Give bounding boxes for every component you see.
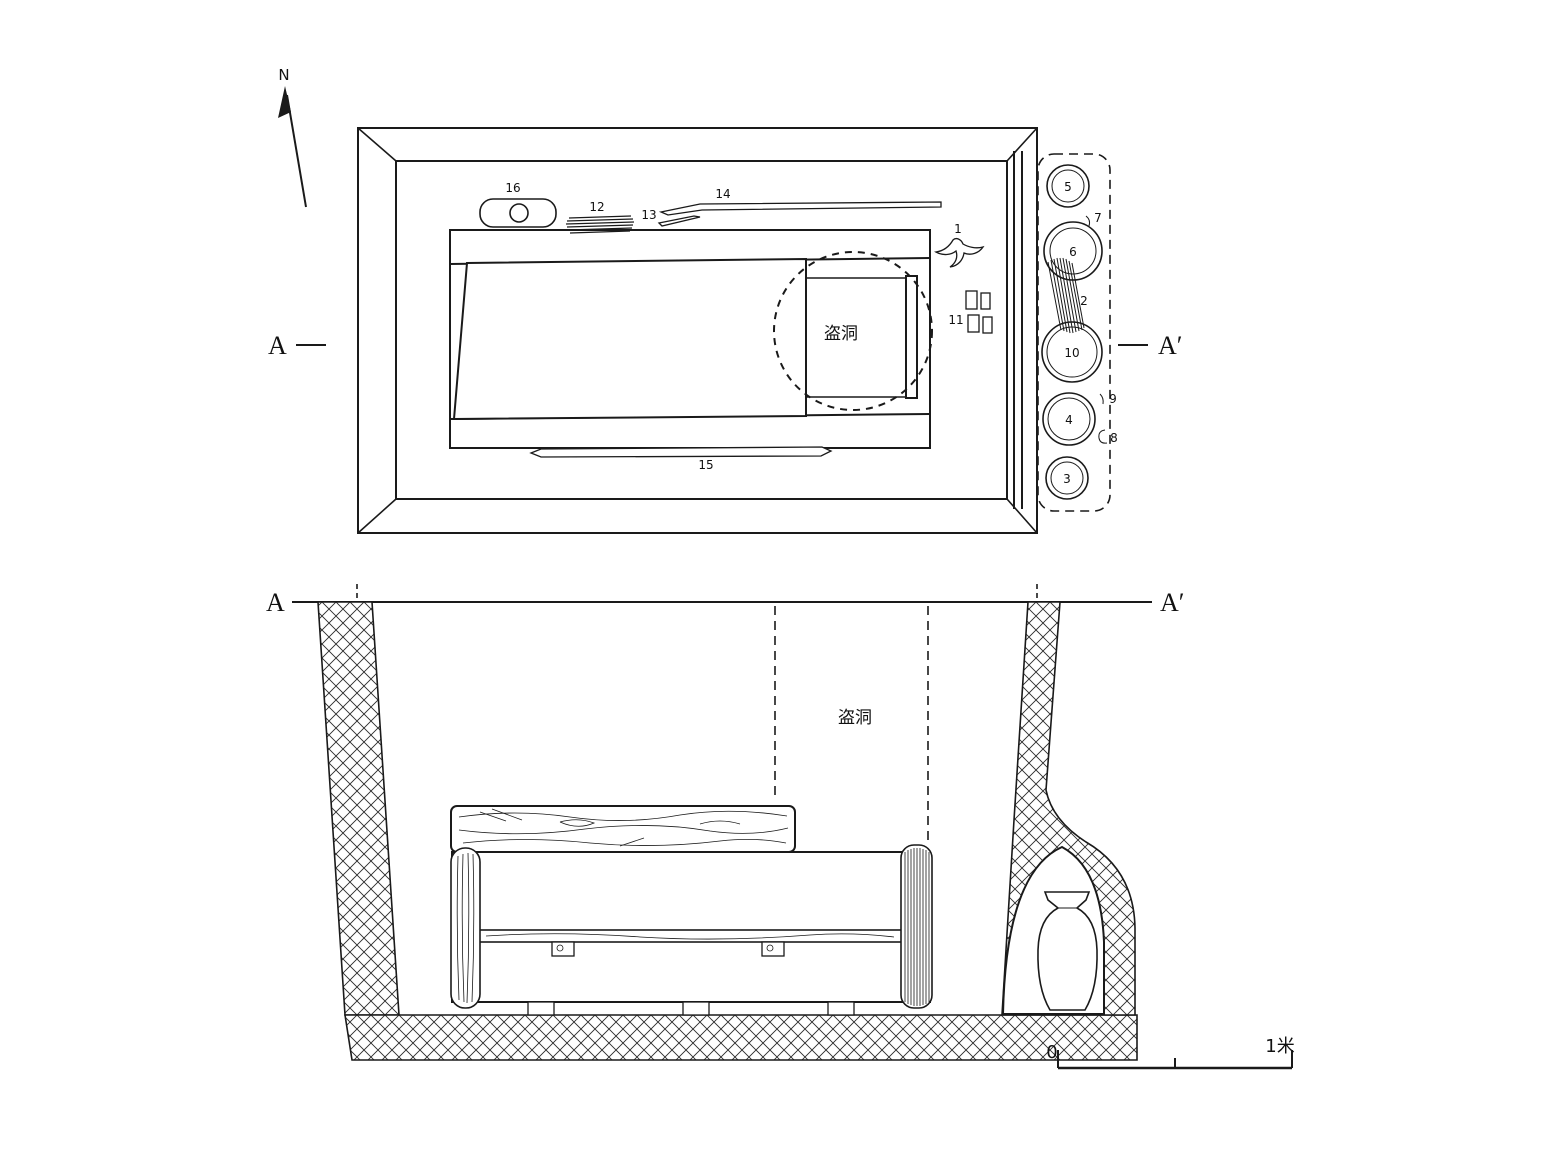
disturbed-area-edges <box>806 277 906 398</box>
niche-vessel <box>1037 891 1098 1011</box>
artifact-label-2: 2 <box>1080 294 1088 308</box>
artifact-label-11: 11 <box>948 313 963 327</box>
artifact-8 <box>1098 429 1108 444</box>
artifact-label-16: 16 <box>505 181 520 195</box>
plan-artifacts: 16 12 13 14 1 11 <box>479 181 993 472</box>
end-board-left-grain <box>456 852 475 1004</box>
vessel-10: 10 <box>1041 321 1103 383</box>
artifact-9 <box>1099 393 1104 405</box>
vessel-4: 4 <box>1042 392 1096 446</box>
north-arrow-head <box>278 86 291 118</box>
end-board-right <box>900 844 933 1009</box>
artifact-1 <box>934 237 985 268</box>
plan-section-markers: A A′ <box>268 331 1182 360</box>
artifact-plaques-11 <box>965 290 993 334</box>
end-board-right-grain <box>904 848 930 1006</box>
section-robber-hole: 盗洞 <box>774 606 929 843</box>
artifact-label-13: 13 <box>641 208 656 222</box>
pit-floor <box>344 1014 1138 1061</box>
north-arrow-shaft <box>286 94 307 208</box>
plan-robber-hole: 盗洞 <box>773 251 933 411</box>
artifact-comb-12 <box>565 215 635 234</box>
artifact-label-15: 15 <box>698 458 713 472</box>
artifact-label-14: 14 <box>715 187 730 201</box>
vessel-3: 3 <box>1045 456 1089 500</box>
pit-corner-bevel <box>1006 127 1038 162</box>
section-marker-a-plan: A <box>268 331 287 360</box>
artifact-7 <box>1085 215 1091 227</box>
pit-corner-bevel <box>357 498 397 534</box>
artifact-rod-15 <box>529 446 833 458</box>
chamber-foot <box>827 1001 855 1016</box>
pottery-vessel-section <box>1037 891 1098 1011</box>
chamber-box-section <box>451 851 931 1003</box>
scale-one-meter-label: 1米 <box>1265 1036 1294 1057</box>
section-marker-a: A <box>266 588 285 617</box>
pit-wall-left <box>317 601 400 1016</box>
section-marker-a-prime-plan: A′ <box>1158 331 1182 360</box>
end-board-left <box>450 847 481 1009</box>
pit-corner-bevel <box>1006 498 1038 534</box>
chamber-foot <box>527 1001 555 1016</box>
plan-niche: 5 6 10 4 3 <box>1037 153 1118 512</box>
coffin-end-board-plan <box>905 275 918 399</box>
robber-hole-label-plan: 盗洞 <box>824 324 858 344</box>
scale-zero-label: 0 <box>1046 1042 1057 1063</box>
vessel-number-4: 4 <box>1065 413 1073 427</box>
scale-bar: 0 1米 <box>1046 1036 1295 1070</box>
niche-outline-plan <box>1037 153 1111 512</box>
coffin-plan <box>452 257 807 421</box>
artifact-rod-14 <box>658 201 942 216</box>
vessel-number-10: 10 <box>1064 346 1079 360</box>
artifact-label-1: 1 <box>954 222 962 236</box>
robber-hole-label-section: 盗洞 <box>838 708 872 728</box>
lid-wood-grain <box>458 808 789 847</box>
artifact-label-8: 8 <box>1110 431 1118 445</box>
robber-hole-outline-plan <box>773 251 933 411</box>
artifact-label-12: 12 <box>589 200 604 214</box>
coffin-section <box>450 805 933 1016</box>
artifact-label-9: 9 <box>1109 392 1117 406</box>
pit-corner-bevel <box>357 127 397 162</box>
spacer-block-detail <box>556 944 564 952</box>
artifact-label-7: 7 <box>1094 211 1102 225</box>
vessel-number-6: 6 <box>1069 245 1077 259</box>
section-view: A A′ <box>266 584 1184 1061</box>
chamber-foot <box>682 1001 710 1016</box>
north-label: N <box>278 66 289 84</box>
artifact-box-knob <box>509 203 529 223</box>
section-marker-a-prime: A′ <box>1160 588 1184 617</box>
vessel-number-5: 5 <box>1064 180 1072 194</box>
coffin-floor-plank <box>477 929 903 943</box>
spacer-block-detail <box>766 944 774 952</box>
vessel-5: 5 <box>1046 164 1090 208</box>
floor-plank-grain <box>485 933 895 940</box>
plan-view: 盗洞 16 12 13 14 1 <box>268 127 1182 534</box>
plan-burial-chamber <box>449 229 931 449</box>
artifact-13 <box>657 215 701 227</box>
north-arrow: N <box>278 66 307 208</box>
vessel-number-3: 3 <box>1063 472 1071 486</box>
bamboo-bundle-2 <box>1047 257 1085 334</box>
